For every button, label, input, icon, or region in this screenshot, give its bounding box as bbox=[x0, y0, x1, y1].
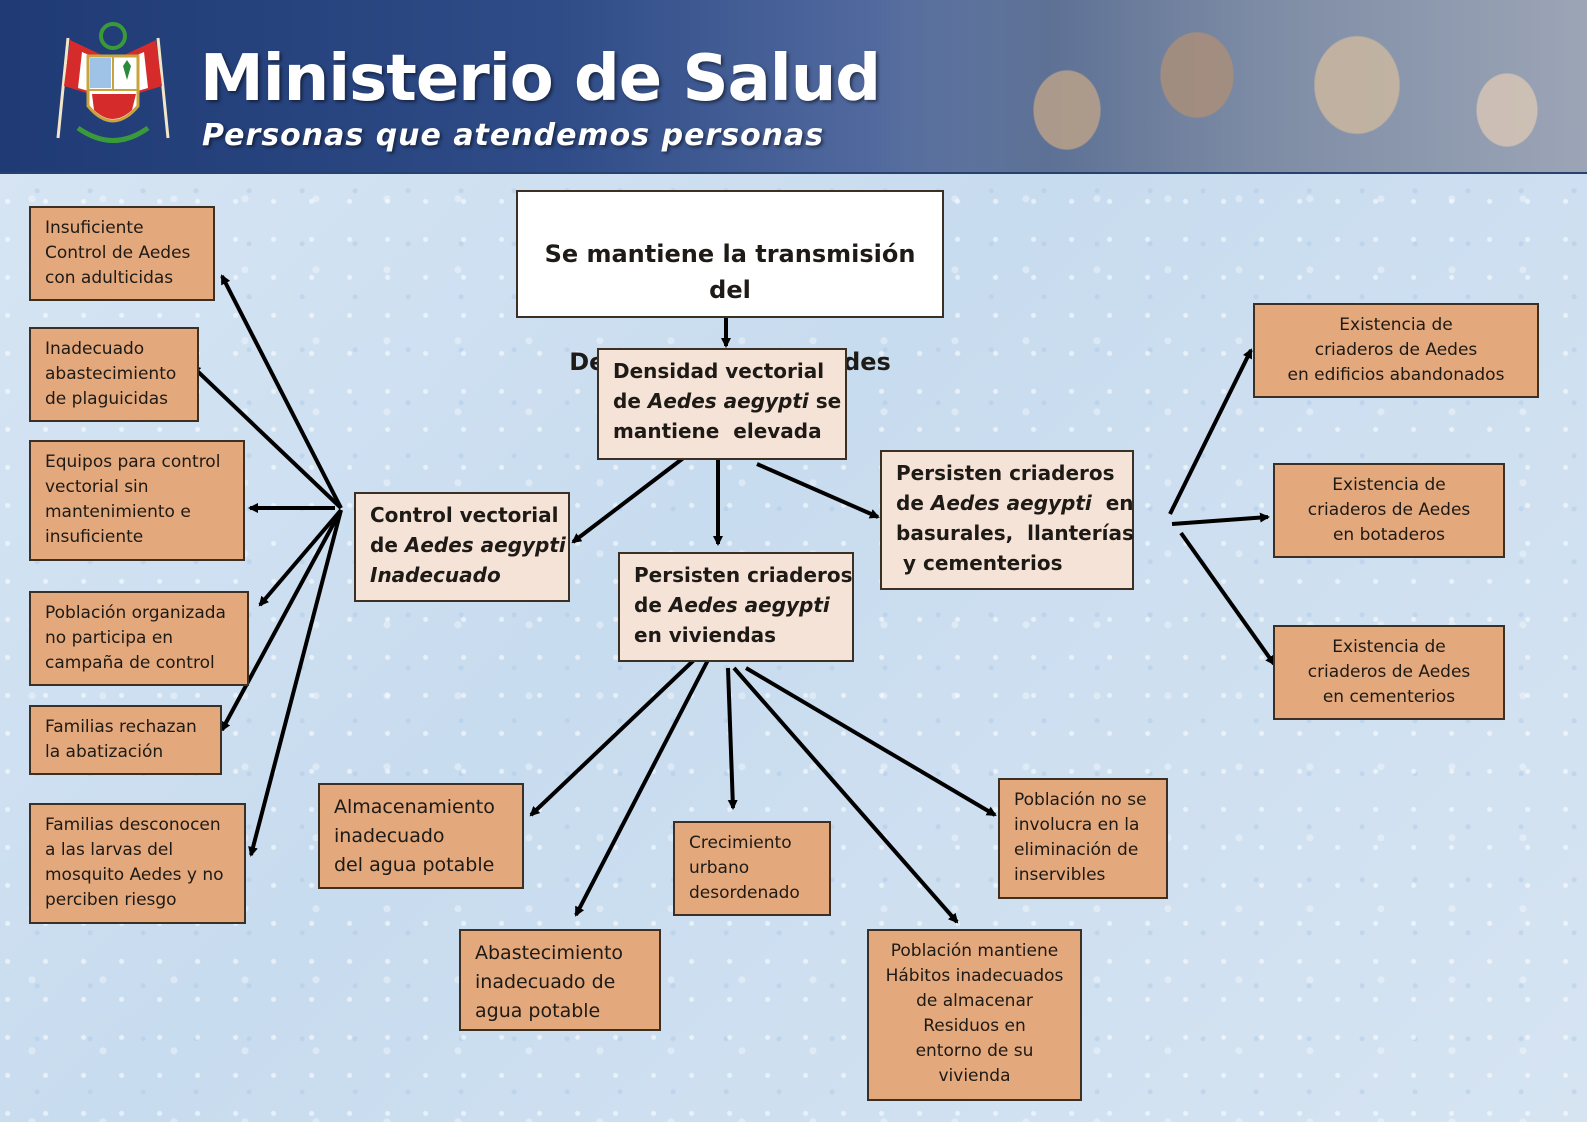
arrow-basurales-to-cementerios bbox=[1179, 531, 1276, 666]
density-box-line-1: Densidad vectorial bbox=[613, 359, 825, 383]
arrow-density-to-basurales bbox=[756, 462, 880, 519]
control-box-line-3: Inadecuado bbox=[370, 560, 554, 590]
ministry-slogan: Personas que atendemos personas bbox=[202, 118, 825, 153]
basurales-box-line-1: Persisten criaderos bbox=[896, 461, 1115, 485]
species-name: Aedes aegypti bbox=[647, 389, 809, 413]
peru-coat-of-arms-icon bbox=[56, 22, 170, 143]
cause-equipos-control: Equipos para control vectorial sin mante… bbox=[29, 440, 245, 561]
species-name: Aedes aegypti bbox=[930, 491, 1092, 515]
species-name: Aedes aegypti bbox=[404, 533, 566, 557]
root-problem-box: Se mantiene la transmisión del Dengue en… bbox=[516, 190, 944, 376]
density-box-line-2: de Aedes aegypti se bbox=[613, 389, 842, 413]
control-box-line-2: de Aedes aegypti bbox=[370, 533, 566, 557]
arrow-basurales-to-botaderos bbox=[1171, 512, 1270, 526]
cause-poblacion-inservibles: Población no se involucra en la eliminac… bbox=[998, 778, 1168, 899]
viviendas-box-line-3: en viviendas bbox=[634, 623, 777, 647]
arrow-basurales-to-edificios bbox=[1168, 348, 1253, 515]
cause-edificios-abandonados: Existencia de criaderos de Aedes en edif… bbox=[1253, 303, 1539, 398]
basurales-box-line-2: de Aedes aegypti en bbox=[896, 491, 1134, 515]
root-problem-line-1: Se mantiene la transmisión del bbox=[544, 240, 916, 304]
arrow-density-to-control bbox=[571, 454, 688, 544]
arrow-viviendas-to-almacenamiento bbox=[529, 658, 696, 817]
cause-abastecimiento-agua: Abastecimiento inadecuado de agua potabl… bbox=[459, 929, 661, 1031]
cause-botaderos: Existencia de criaderos de Aedes en bota… bbox=[1273, 463, 1505, 558]
viviendas-box-line-2: de Aedes aegypti bbox=[634, 593, 830, 617]
basurales-box-line-3: basurales, llanterías bbox=[896, 521, 1134, 545]
cause-familias-rechazan: Familias rechazan la abatización bbox=[29, 705, 222, 775]
cause-poblacion-habitos: Población mantiene Hábitos inadecuados d… bbox=[867, 929, 1082, 1101]
density-box-line-3: mantiene elevada bbox=[613, 419, 822, 443]
ministry-title: Ministerio de Salud bbox=[200, 42, 881, 116]
density-box: Densidad vectorial de Aedes aegypti se man… bbox=[597, 348, 847, 460]
viviendas-box-line-1: Persisten criaderos bbox=[634, 563, 853, 587]
cause-familias-desconocen: Familias desconocen a las larvas del mos… bbox=[29, 803, 246, 924]
cause-poblacion-organizada: Población organizada no participa en cam… bbox=[29, 591, 249, 686]
arrow-control-to-cause-4 bbox=[258, 508, 343, 607]
arrow-viviendas-to-inservibles bbox=[744, 666, 997, 817]
basurales-box: Persisten criaderos de Aedes aegypti en ba… bbox=[880, 450, 1134, 590]
cause-cementerios: Existencia de criaderos de Aedes en ceme… bbox=[1273, 625, 1505, 720]
cause-inadecuado-abastecimiento: Inadecuado abastecimiento de plaguicidas bbox=[29, 327, 199, 422]
basurales-box-line-4: y cementerios bbox=[896, 551, 1063, 575]
control-box-line-1: Control vectorial bbox=[370, 503, 559, 527]
cause-almacenamiento-agua: Almacenamiento inadecuado del agua potab… bbox=[318, 783, 524, 889]
species-name: Aedes aegypti bbox=[668, 593, 830, 617]
header-banner: Ministerio de Salud Personas que atendem… bbox=[0, 0, 1587, 174]
cause-insuficiente-control: Insuficiente Control de Aedes con adulti… bbox=[29, 206, 215, 301]
viviendas-box: Persisten criaderos de Aedes aegypti en vi… bbox=[618, 552, 854, 662]
banner-photo bbox=[867, 0, 1587, 172]
arrow-viviendas-to-crecimiento bbox=[726, 667, 738, 810]
cause-crecimiento-urbano: Crecimiento urbano desordenado bbox=[673, 821, 831, 916]
species-name: Inadecuado bbox=[370, 563, 501, 587]
